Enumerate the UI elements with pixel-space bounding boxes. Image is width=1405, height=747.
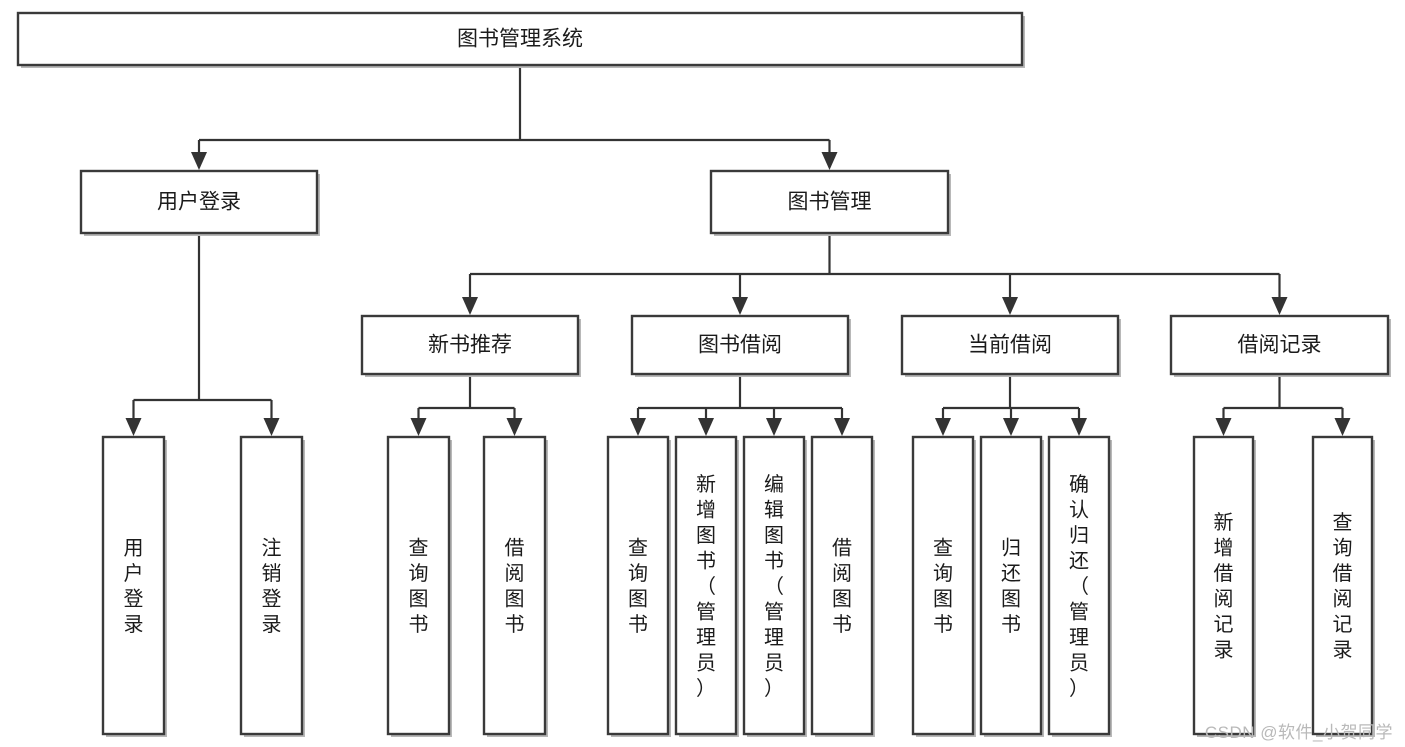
node-label: 新书推荐 (428, 334, 512, 357)
node-rect (386, 435, 451, 736)
node-rect (979, 435, 1043, 736)
node-leaf-logout[interactable]: 注销登录 (239, 435, 305, 737)
node-rect (360, 314, 580, 376)
node-label: 新增借阅记录 (1214, 511, 1234, 662)
node-label: 借阅记录 (1238, 334, 1322, 357)
node-rect (911, 435, 975, 736)
node-rect (482, 435, 547, 736)
node-label: 查询图书 (933, 537, 953, 637)
node-borrow-record[interactable]: 借阅记录 (1169, 314, 1391, 377)
node-leaf-return-book[interactable]: 归还图书 (979, 435, 1044, 737)
node-leaf-add-book[interactable]: 新增图书（管理员） (674, 435, 739, 737)
node-rect (630, 314, 850, 376)
connector-c-ul-split (125, 233, 280, 436)
node-root[interactable]: 图书管理系统 (16, 11, 1025, 68)
connector-c-br-split (1215, 374, 1351, 436)
connector-c-root-split (191, 65, 838, 170)
node-leaf-query-record[interactable]: 查询借阅记录 (1311, 435, 1375, 737)
connector-c-nbr-split (410, 374, 523, 436)
node-leaf-add-record[interactable]: 新增借阅记录 (1192, 435, 1256, 737)
node-rect (709, 169, 950, 235)
node-rect (674, 435, 738, 736)
node-user-login[interactable]: 用户登录 (79, 169, 320, 236)
node-rect (606, 435, 670, 736)
node-book-manage[interactable]: 图书管理 (709, 169, 951, 236)
node-rect (1169, 314, 1390, 376)
node-rect (1311, 435, 1374, 736)
node-label: 图书借阅 (698, 334, 782, 357)
connector-c-cb-split (935, 374, 1087, 436)
node-rect (900, 314, 1120, 376)
csdn-watermark: CSDN @软件_小贺同学 (1204, 723, 1393, 742)
node-label: 查询借阅记录 (1333, 511, 1353, 662)
node-leaf-user-login[interactable]: 用户登录 (101, 435, 167, 737)
node-rect (1047, 435, 1111, 736)
node-leaf-query-book-1[interactable]: 查询图书 (386, 435, 452, 737)
node-leaf-confirm-return[interactable]: 确认归还（管理员） (1047, 435, 1112, 737)
node-layer: 图书管理系统用户登录图书管理新书推荐图书借阅当前借阅借阅记录用户登录注销登录查询… (16, 11, 1391, 737)
connector-c-bb-split (630, 374, 850, 436)
node-label: 查询图书 (409, 537, 429, 637)
node-rect (79, 169, 319, 235)
node-rect (239, 435, 304, 736)
connector-c-bm-split (462, 233, 1288, 315)
node-label: 编辑图书（管理员） (764, 473, 784, 700)
node-label: 借阅图书 (505, 537, 525, 637)
node-leaf-borrow-book-2[interactable]: 借阅图书 (810, 435, 875, 737)
node-rect (810, 435, 874, 736)
node-label: 图书管理系统 (457, 28, 583, 51)
node-label: 借阅图书 (832, 537, 852, 637)
node-label: 用户登录 (157, 191, 241, 214)
node-label: 用户登录 (124, 538, 144, 637)
node-label: 当前借阅 (968, 334, 1052, 357)
node-rect (16, 11, 1024, 67)
node-rect (101, 435, 166, 736)
node-label: 确认归还（管理员） (1069, 473, 1089, 700)
node-rect (1192, 435, 1255, 736)
node-label: 图书管理 (788, 191, 872, 214)
connector-layer (125, 65, 1351, 436)
node-label: 注销登录 (262, 537, 282, 637)
node-new-book-rec[interactable]: 新书推荐 (360, 314, 581, 377)
node-label: 新增图书（管理员） (696, 473, 716, 700)
node-leaf-query-book-3[interactable]: 查询图书 (911, 435, 976, 737)
node-label: 归还图书 (1001, 537, 1021, 637)
node-leaf-borrow-book-1[interactable]: 借阅图书 (482, 435, 548, 737)
node-label: 查询图书 (628, 537, 648, 637)
node-leaf-query-book-2[interactable]: 查询图书 (606, 435, 671, 737)
node-current-borrow[interactable]: 当前借阅 (900, 314, 1121, 377)
node-leaf-edit-book[interactable]: 编辑图书（管理员） (742, 435, 807, 737)
node-book-borrow[interactable]: 图书借阅 (630, 314, 851, 377)
node-rect (742, 435, 806, 736)
